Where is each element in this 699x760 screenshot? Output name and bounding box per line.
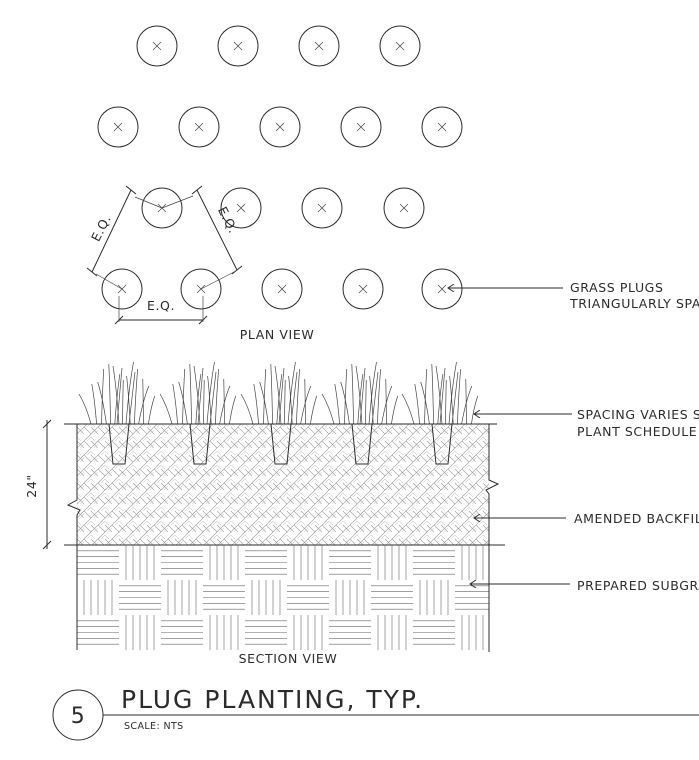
grass-plug-symbol — [342, 268, 384, 310]
grass-tuft — [78, 361, 156, 425]
grass-plug-symbol — [97, 106, 139, 148]
grass-plug-symbol — [136, 25, 178, 67]
grass-tuft — [240, 361, 318, 425]
grass-plug-symbol — [259, 106, 301, 148]
grass-plug-symbol — [220, 187, 262, 229]
grass-plugs-callout-line1: GRASS PLUGS — [570, 280, 664, 295]
section-view: 24" SPACING VARIES S PLANT SCHEDULE AMEN… — [24, 361, 699, 666]
grass-plug-symbol — [301, 187, 343, 229]
grass-tuft — [321, 361, 399, 425]
depth-label: 24" — [24, 474, 39, 497]
eq-dimension-lines — [86, 185, 243, 325]
amended-backfill-hatch — [77, 424, 489, 545]
grass-plugs-callout-line2: TRIANGULARLY SPAC — [569, 296, 699, 311]
grass-tuft — [401, 361, 479, 425]
title-block: 5 PLUG PLANTING, TYP. SCALE: NTS — [52, 685, 699, 741]
grass-plug-symbol — [383, 187, 425, 229]
spacing-callout-line1: SPACING VARIES S — [577, 407, 699, 422]
grass-plug-symbol — [421, 268, 463, 310]
scale-label: SCALE: NTS — [124, 721, 184, 732]
grass-tuft — [159, 361, 237, 425]
plug-grid — [97, 25, 463, 310]
plan-view-label: PLAN VIEW — [240, 327, 315, 342]
grass-plug-symbol — [298, 25, 340, 67]
eq-label-right: E.Q. — [215, 204, 241, 236]
plan-view: E.Q. E.Q. E.Q. PLAN VIEW GRASS PLUGS TRI… — [86, 25, 699, 342]
grass-plug-symbol — [178, 106, 220, 148]
grass-plug-symbol — [217, 25, 259, 67]
detail-title: PLUG PLANTING, TYP. — [121, 685, 424, 714]
subgrade-hatch — [77, 545, 489, 650]
grass-plug-symbol — [379, 25, 421, 67]
eq-label-bottom: E.Q. — [147, 298, 175, 313]
section-right-edge — [485, 424, 500, 652]
grass-plug-symbol — [261, 268, 303, 310]
grass-tufts — [78, 361, 479, 425]
section-view-label: SECTION VIEW — [239, 651, 338, 666]
spacing-callout-line2: PLANT SCHEDULE — [577, 424, 697, 439]
subgrade-callout: PREPARED SUBGRA — [577, 578, 699, 593]
grass-plug-symbol — [421, 106, 463, 148]
detail-number: 5 — [71, 704, 86, 729]
section-left-edge — [66, 424, 81, 650]
grass-plug-symbol — [340, 106, 382, 148]
eq-label-left: E.Q. — [88, 212, 114, 244]
backfill-callout: AMENDED BACKFILL — [574, 511, 699, 526]
